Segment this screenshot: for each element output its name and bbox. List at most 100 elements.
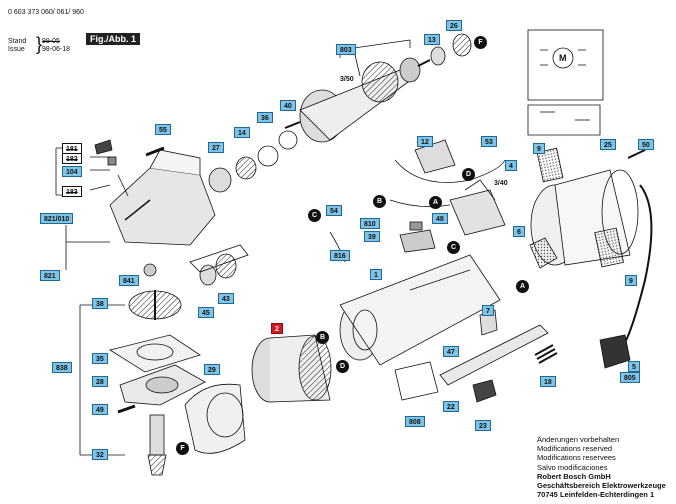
stand-label: Stand (8, 38, 27, 45)
ref-c-right: C (447, 241, 460, 254)
label-55: 55 (155, 124, 171, 135)
sleeve-9a (536, 147, 564, 183)
bearing-27 (208, 167, 232, 193)
bearing-13 (430, 46, 446, 66)
label-805: 805 (620, 372, 640, 383)
label-7: 7 (482, 305, 494, 316)
header-brace: } (36, 34, 43, 54)
cable-sleeve (529, 237, 558, 269)
label-808: 808 (405, 416, 425, 427)
label-39: 39 (364, 231, 380, 242)
armature (284, 57, 431, 143)
ref-b-switch: B (373, 195, 386, 208)
ref-f-top: F (474, 36, 487, 49)
motor-housing (339, 254, 501, 366)
label-9-bottom: 9 (625, 275, 637, 286)
part-23 (472, 379, 497, 403)
switch-assembly (449, 189, 506, 236)
footer-line-2: Modifications reserved (537, 444, 613, 454)
ring-40 (278, 130, 298, 150)
label-48: 48 (432, 213, 448, 224)
label-816: 816 (330, 250, 350, 261)
part-22 (439, 324, 549, 386)
label-23: 23 (475, 420, 491, 431)
label-28: 28 (92, 376, 108, 387)
gear-housing (109, 167, 216, 246)
label-841: 841 (119, 275, 139, 286)
label-4: 4 (505, 160, 517, 171)
stand-value: 99-05 (42, 38, 60, 45)
label-821-010: 821/010 (40, 213, 74, 224)
bearing-26 (452, 33, 472, 57)
ref-a-cable: A (516, 280, 529, 293)
label-53: 53 (481, 136, 497, 147)
cable (619, 184, 653, 351)
figure-badge: Fig./Abb. 1 (86, 33, 140, 45)
footer-division: Geschäftsbereich Elektrowerkzeuge (537, 481, 666, 491)
label-35: 35 (92, 353, 108, 364)
label-38: 38 (92, 298, 108, 309)
label-2: 2 (271, 323, 283, 334)
nut-841 (143, 263, 157, 277)
motor-symbol: M (559, 53, 567, 63)
label-54: 54 (326, 205, 342, 216)
ref-d-switch: D (462, 168, 475, 181)
issue-value: 98-06-18 (42, 46, 71, 53)
ref-f-guard: F (176, 442, 189, 455)
label-32: 32 (92, 449, 108, 460)
label-13: 13 (424, 34, 440, 45)
guard-29 (184, 383, 246, 454)
label-26: 26 (446, 20, 462, 31)
label-9-top: 9 (533, 143, 545, 154)
label-14: 14 (234, 127, 250, 138)
label-18: 18 (540, 376, 556, 387)
label-25: 25 (600, 139, 616, 150)
pinion-45 (199, 264, 217, 286)
footer-line-3: Modifications reservees (537, 453, 616, 463)
label-3-40: 3/40 (494, 180, 508, 187)
label-182: 182 (62, 153, 82, 164)
label-6: 6 (513, 226, 525, 237)
spring-18 (534, 344, 558, 364)
spindle-32 (149, 414, 165, 456)
label-22: 22 (443, 401, 459, 412)
field-coil (251, 334, 332, 403)
label-27: 27 (208, 142, 224, 153)
sleeve-9b (594, 227, 624, 268)
label-45: 45 (198, 307, 214, 318)
plate-35 (108, 334, 201, 373)
label-104: 104 (62, 166, 82, 177)
label-821: 821 (40, 270, 60, 281)
ref-a-switch: A (429, 196, 442, 209)
label-47: 47 (443, 346, 459, 357)
label-12: 12 (417, 136, 433, 147)
label-43: 43 (218, 293, 234, 304)
label-1: 1 (370, 269, 382, 280)
label-810: 810 (360, 218, 380, 229)
label-29: 29 (204, 364, 220, 375)
label-50: 50 (638, 139, 654, 150)
label-838: 838 (52, 362, 72, 373)
ref-b-field: B (316, 331, 329, 344)
ref-c-left: C (308, 209, 321, 222)
label-40: 40 (280, 100, 296, 111)
bearing-14 (235, 156, 257, 180)
footer-notes: Änderungen vorbehalten Modifications res… (537, 435, 666, 499)
ref-d-field: D (336, 360, 349, 373)
ring-36 (257, 145, 279, 167)
wiring-diagram (527, 29, 604, 136)
plug (599, 334, 631, 369)
footer-line-1: Änderungen vorbehalten (537, 435, 620, 444)
label-803: 803 (336, 44, 356, 55)
issue-label: Issue (8, 46, 25, 53)
capacitor-12 (414, 139, 456, 174)
label-49: 49 (92, 404, 108, 415)
gear-43 (215, 253, 237, 279)
document-number: 0 603 373 060/ 061/ 960 (8, 9, 84, 16)
footer-address: 70745 Leinfelden-Echterdingen 1 (537, 490, 655, 500)
label-36: 36 (257, 112, 273, 123)
label-183: 183 (62, 186, 82, 197)
footer-company: Robert Bosch GmbH (537, 471, 611, 481)
label-5: 5 (628, 361, 640, 372)
